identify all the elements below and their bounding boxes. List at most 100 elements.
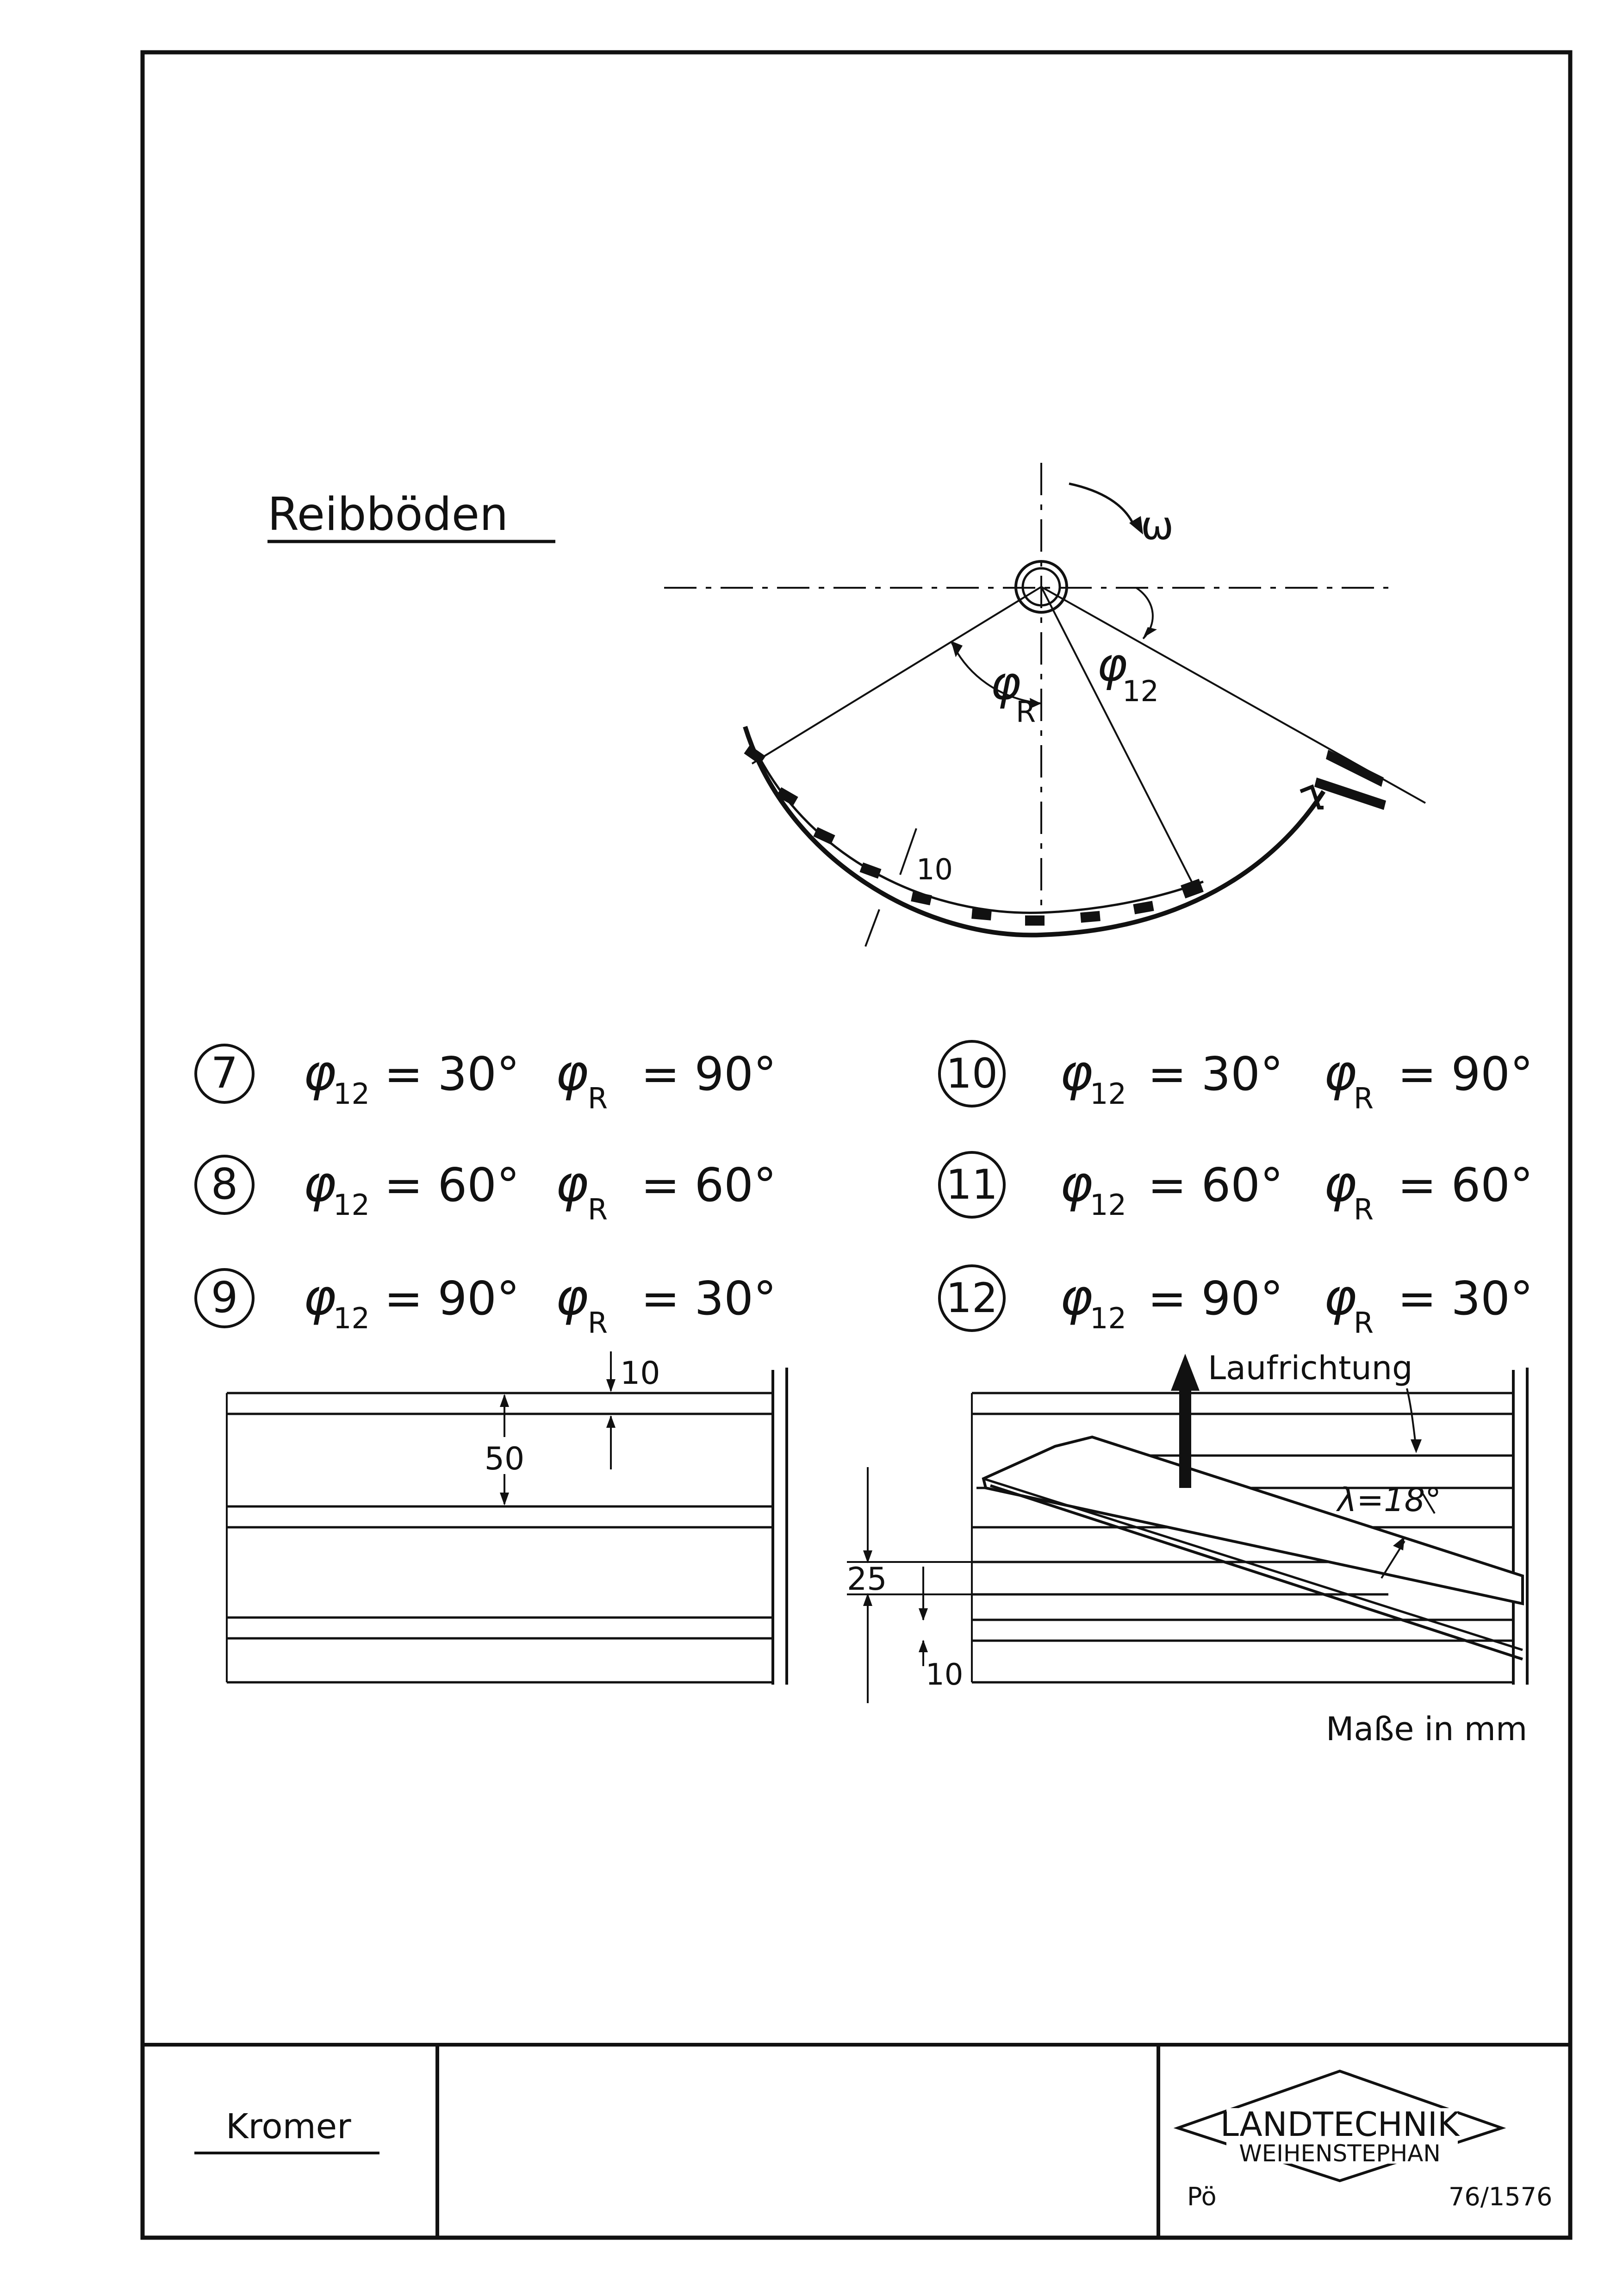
phi-symbol: φ — [303, 1269, 336, 1326]
rotor-diagram: ω φ R φ 12 — [664, 463, 1426, 947]
phi-subscript-12: 12 — [1090, 1188, 1126, 1222]
phi12-value: = 90° — [1148, 1271, 1283, 1325]
phi-12-symbol: φ — [1097, 637, 1127, 691]
phir-value: = 60° — [1398, 1158, 1533, 1212]
phi12-value: = 30° — [1148, 1047, 1283, 1101]
straight-bar-detail: 10 50 — [226, 1351, 788, 1685]
concave-outer-arc — [743, 726, 1326, 938]
phi-symbol: φ — [555, 1044, 588, 1102]
dim-10-label: 10 — [926, 1658, 963, 1692]
direction-arrowhead — [1171, 1354, 1200, 1391]
stamp-line-2: WEIHENSTEPHAN — [1239, 2140, 1441, 2167]
variant-number-circle — [938, 1040, 1006, 1108]
phi-symbol: φ — [1060, 1155, 1093, 1213]
phi-symbol: φ — [303, 1044, 336, 1102]
phi12-value: = 60° — [1148, 1158, 1283, 1212]
phi12-value: = 60° — [384, 1158, 520, 1212]
dim-10-label: 10 — [620, 1355, 660, 1392]
variant-number: 11 — [946, 1161, 998, 1208]
laufrichtung-label: Laufrichtung — [1208, 1349, 1413, 1387]
variant-list: 7 φ 12 = 30° φ R = 90° 8 φ 12 = 60° φ R … — [194, 1040, 1533, 1340]
phi-symbol: φ — [555, 1155, 588, 1213]
phi-subscript-12: 12 — [1090, 1301, 1126, 1335]
dim-10-leader-lower — [864, 909, 880, 947]
phi-r-subscript: R — [1016, 695, 1036, 729]
variant-row: 10 φ 12 = 30° φ R = 90° — [938, 1040, 1533, 1115]
phi12-value: = 30° — [384, 1047, 520, 1101]
variant-row: 7 φ 12 = 30° φ R = 90° — [194, 1044, 777, 1115]
variant-row: 11 φ 12 = 60° φ R = 60° — [938, 1151, 1533, 1226]
dim-10-label: 10 — [916, 852, 953, 886]
dim-10-leader-upper — [899, 828, 917, 875]
variant-row: 9 φ 12 = 90° φ R = 30° — [194, 1268, 777, 1340]
phi-symbol: φ — [555, 1269, 588, 1326]
drawing-number: 76/1576 — [1449, 2182, 1552, 2211]
phi-subscript-r: R — [588, 1306, 608, 1340]
phi-r-arrowhead-left — [951, 641, 963, 657]
variant-number: 10 — [946, 1050, 998, 1097]
phir-value: = 60° — [641, 1158, 777, 1212]
phi-subscript-12: 12 — [1090, 1077, 1126, 1111]
variant-row: 12 φ 12 = 90° φ R = 30° — [938, 1264, 1533, 1340]
radial-line-left — [751, 586, 1042, 765]
phi-subscript-r: R — [1354, 1193, 1374, 1226]
rotation-arrowhead — [1129, 516, 1143, 535]
phi-symbol: φ — [1324, 1269, 1356, 1326]
variant-number: 8 — [211, 1159, 238, 1209]
phi-subscript-r: R — [1354, 1082, 1374, 1115]
variant-number: 9 — [211, 1273, 238, 1322]
page-title: Reibböden — [267, 488, 508, 541]
rotation-arrow-arc — [1069, 482, 1135, 526]
variant-number-circle — [194, 1155, 255, 1215]
phi-symbol: φ — [1060, 1044, 1093, 1102]
variant-number-circle — [938, 1264, 1006, 1332]
phi-r-arc — [950, 641, 1042, 704]
stripper-plate-bottom — [1314, 778, 1386, 810]
direction-arrow-shaft — [1179, 1388, 1191, 1488]
dim-25-label: 25 — [847, 1561, 887, 1598]
code-left: Pö — [1187, 2182, 1217, 2211]
grate-bars — [744, 745, 1204, 926]
variant-number: 12 — [946, 1274, 998, 1322]
units-note: Maße in mm — [1326, 1710, 1527, 1748]
phi-r-symbol: φ — [990, 656, 1021, 710]
phi-subscript-r: R — [588, 1082, 608, 1115]
concave-inner-arc — [758, 756, 1204, 914]
phi-subscript-r: R — [588, 1193, 608, 1226]
angled-bar-detail: Laufrichtung λ=18° 25 10 — [847, 1349, 1529, 1703]
phir-value: = 90° — [641, 1047, 777, 1101]
phi-symbol: φ — [1060, 1269, 1093, 1326]
phi12-value: = 90° — [384, 1271, 520, 1325]
phi-symbol: φ — [1324, 1044, 1356, 1102]
variant-row: 8 φ 12 = 60° φ R = 60° — [194, 1155, 777, 1226]
variant-number-circle — [194, 1268, 255, 1328]
variant-number: 7 — [211, 1048, 238, 1098]
phi-12-subscript: 12 — [1122, 674, 1159, 708]
angled-bar — [982, 1435, 1524, 1605]
variant-number-circle — [194, 1044, 255, 1104]
dim-50-label: 50 — [485, 1441, 525, 1477]
phir-value: = 90° — [1398, 1047, 1533, 1101]
phi-12-arrowhead — [1143, 627, 1157, 638]
phir-value: = 30° — [1398, 1271, 1533, 1325]
phi-symbol: φ — [1324, 1155, 1356, 1213]
stripper-bracket — [1300, 784, 1324, 809]
lambda-label: λ=18° — [1336, 1481, 1441, 1519]
hub-inner-circle — [1021, 567, 1061, 607]
drawing-frame — [140, 50, 1573, 2240]
landtechnik-stamp: LANDTECHNIK WEIHENSTEPHAN — [1173, 2069, 1506, 2183]
radial-line-grate-end — [1040, 586, 1193, 882]
phi-r-arrowhead-right — [1030, 698, 1041, 708]
author-name: Kromer — [226, 2107, 351, 2147]
phi-symbol: φ — [303, 1155, 336, 1213]
stripper-plate-top — [1326, 750, 1384, 787]
phi-subscript-r: R — [1354, 1306, 1374, 1340]
variant-number-circle — [938, 1151, 1006, 1219]
hub-outer-circle — [1014, 560, 1068, 614]
phir-value: = 30° — [641, 1271, 777, 1325]
phi-subscript-12: 12 — [333, 1188, 370, 1222]
omega-label: ω — [1141, 503, 1174, 549]
phi-subscript-12: 12 — [333, 1077, 370, 1111]
stamp-line-1: LANDTECHNIK — [1220, 2105, 1460, 2144]
